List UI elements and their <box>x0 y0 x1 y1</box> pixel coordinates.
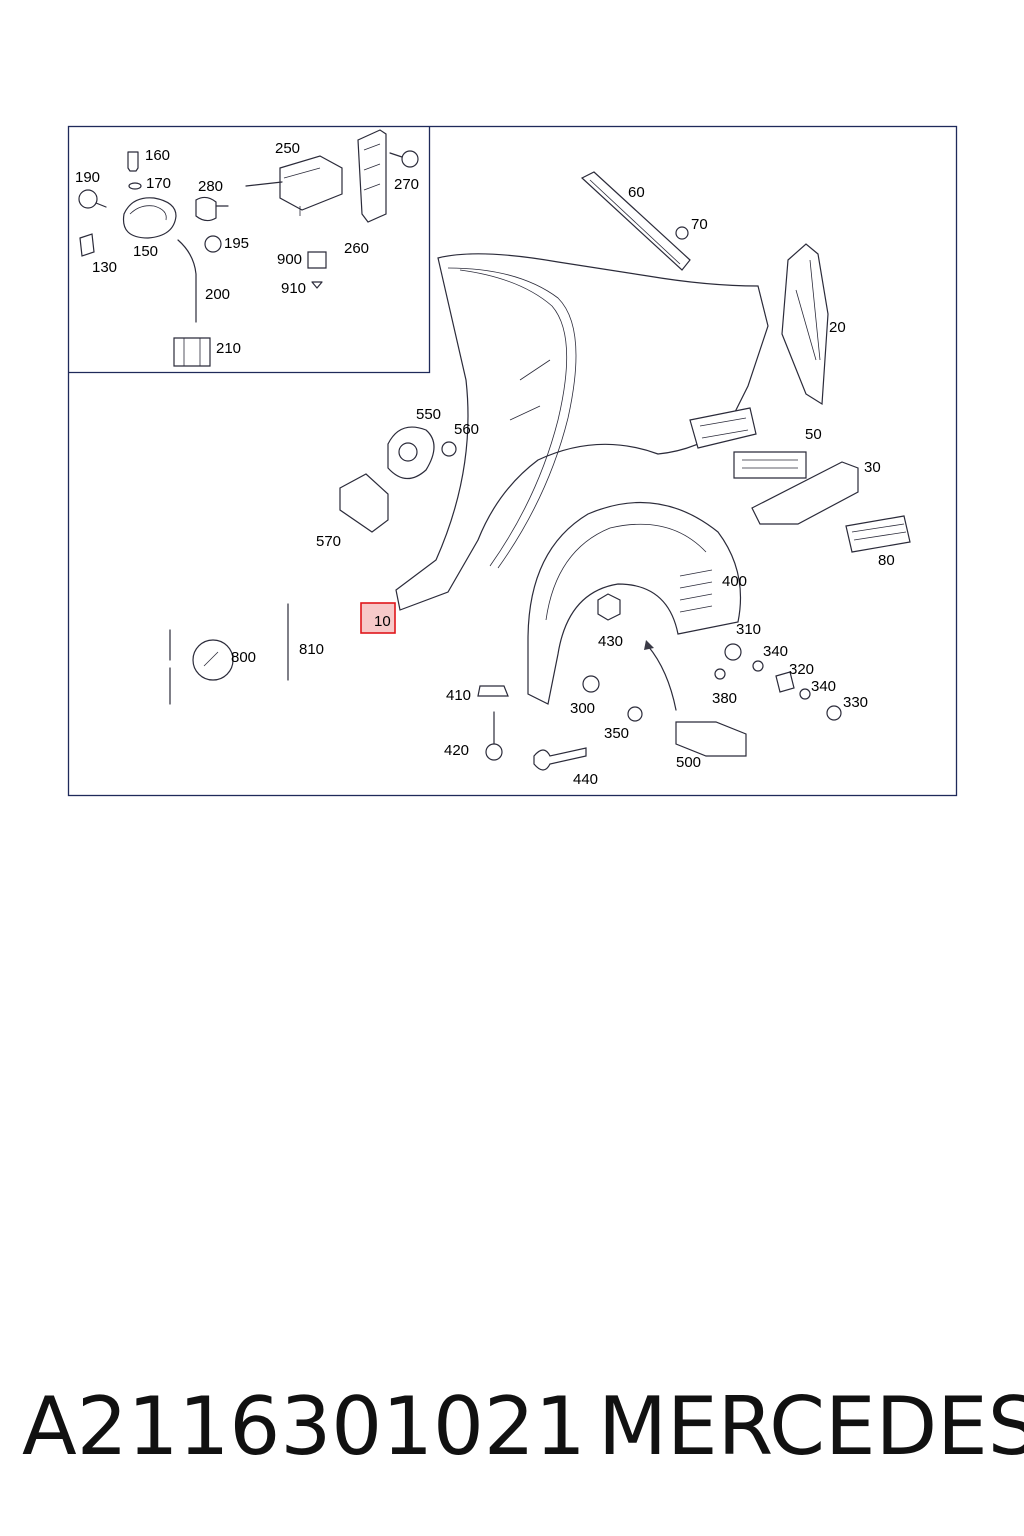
callout-380: 380 <box>712 690 737 707</box>
callout-60: 60 <box>628 184 645 201</box>
highlight-box-part-10[interactable] <box>360 602 396 634</box>
part-number: A2116301021 <box>22 1380 586 1473</box>
assembly-arrow <box>647 645 677 711</box>
callout-310: 310 <box>736 621 761 638</box>
callout-190: 190 <box>75 169 100 186</box>
callout-80: 80 <box>878 552 895 569</box>
part-440-rivet <box>533 747 587 771</box>
callout-250: 250 <box>275 140 300 157</box>
inset-frame <box>68 126 431 374</box>
footer: A2116301021 MERCEDES <box>0 1372 1024 1482</box>
callout-570: 570 <box>316 533 341 550</box>
callout-500: 500 <box>676 754 701 771</box>
callout-195: 195 <box>224 235 249 252</box>
part-550-plate <box>387 426 435 480</box>
callout-260: 260 <box>344 240 369 257</box>
callout-30: 30 <box>864 459 881 476</box>
callout-200: 200 <box>205 286 230 303</box>
part-320-spacer <box>775 671 795 693</box>
part-560-nut <box>441 441 457 457</box>
part-60-rail <box>580 171 691 271</box>
part-410-clip <box>477 685 509 697</box>
callout-20: 20 <box>829 319 846 336</box>
callout-130: 130 <box>92 259 117 276</box>
brand-name: MERCEDES <box>598 1380 1024 1473</box>
callout-560: 560 <box>454 421 479 438</box>
part-20-panel <box>781 243 829 406</box>
callout-320: 320 <box>789 661 814 678</box>
part-50-grille <box>733 451 807 479</box>
part-800-stud <box>169 629 234 705</box>
part-350-bolt <box>627 706 643 722</box>
part-500-pad <box>675 721 747 757</box>
part-570-bracket <box>339 473 389 533</box>
callout-430: 430 <box>598 633 623 650</box>
part-340-washer-a <box>752 660 764 672</box>
callout-550: 550 <box>416 406 441 423</box>
callout-330: 330 <box>843 694 868 711</box>
callout-50: 50 <box>805 426 822 443</box>
callout-910: 910 <box>281 280 306 297</box>
callout-300: 300 <box>570 700 595 717</box>
callout-280: 280 <box>198 178 223 195</box>
part-70-bolt <box>675 226 689 240</box>
callout-410: 410 <box>446 687 471 704</box>
callout-labels: 190 160 170 250 280 270 150 195 130 900 260 910 200 2… <box>75 140 895 788</box>
diagram-frame <box>67 125 958 797</box>
callout-160: 160 <box>145 147 170 164</box>
part-330-bolt <box>826 705 842 721</box>
callout-800: 800 <box>231 649 256 666</box>
callout-440: 440 <box>573 771 598 788</box>
part-380-clip <box>714 668 726 680</box>
part-430-nut <box>597 593 621 621</box>
callout-400: 400 <box>722 573 747 590</box>
part-340-washer-b <box>799 688 811 700</box>
callout-170: 170 <box>146 175 171 192</box>
part-80-vent <box>845 515 911 553</box>
rear-side-panel <box>395 253 769 611</box>
callout-810: 810 <box>299 641 324 658</box>
callout-350: 350 <box>604 725 629 742</box>
callout-340b: 340 <box>811 678 836 695</box>
callout-340a: 340 <box>763 643 788 660</box>
callout-70: 70 <box>691 216 708 233</box>
callout-900: 900 <box>277 251 302 268</box>
callout-10: 10 <box>374 613 391 630</box>
callout-270: 270 <box>394 176 419 193</box>
callout-420: 420 <box>444 742 469 759</box>
fuel-flap-group <box>78 129 419 367</box>
part-310-grommet <box>724 643 742 661</box>
part-300-washer <box>582 675 600 693</box>
callout-210: 210 <box>216 340 241 357</box>
callout-150: 150 <box>133 243 158 260</box>
part-400-wheel-liner <box>527 501 742 705</box>
part-30-bracket <box>751 461 859 525</box>
